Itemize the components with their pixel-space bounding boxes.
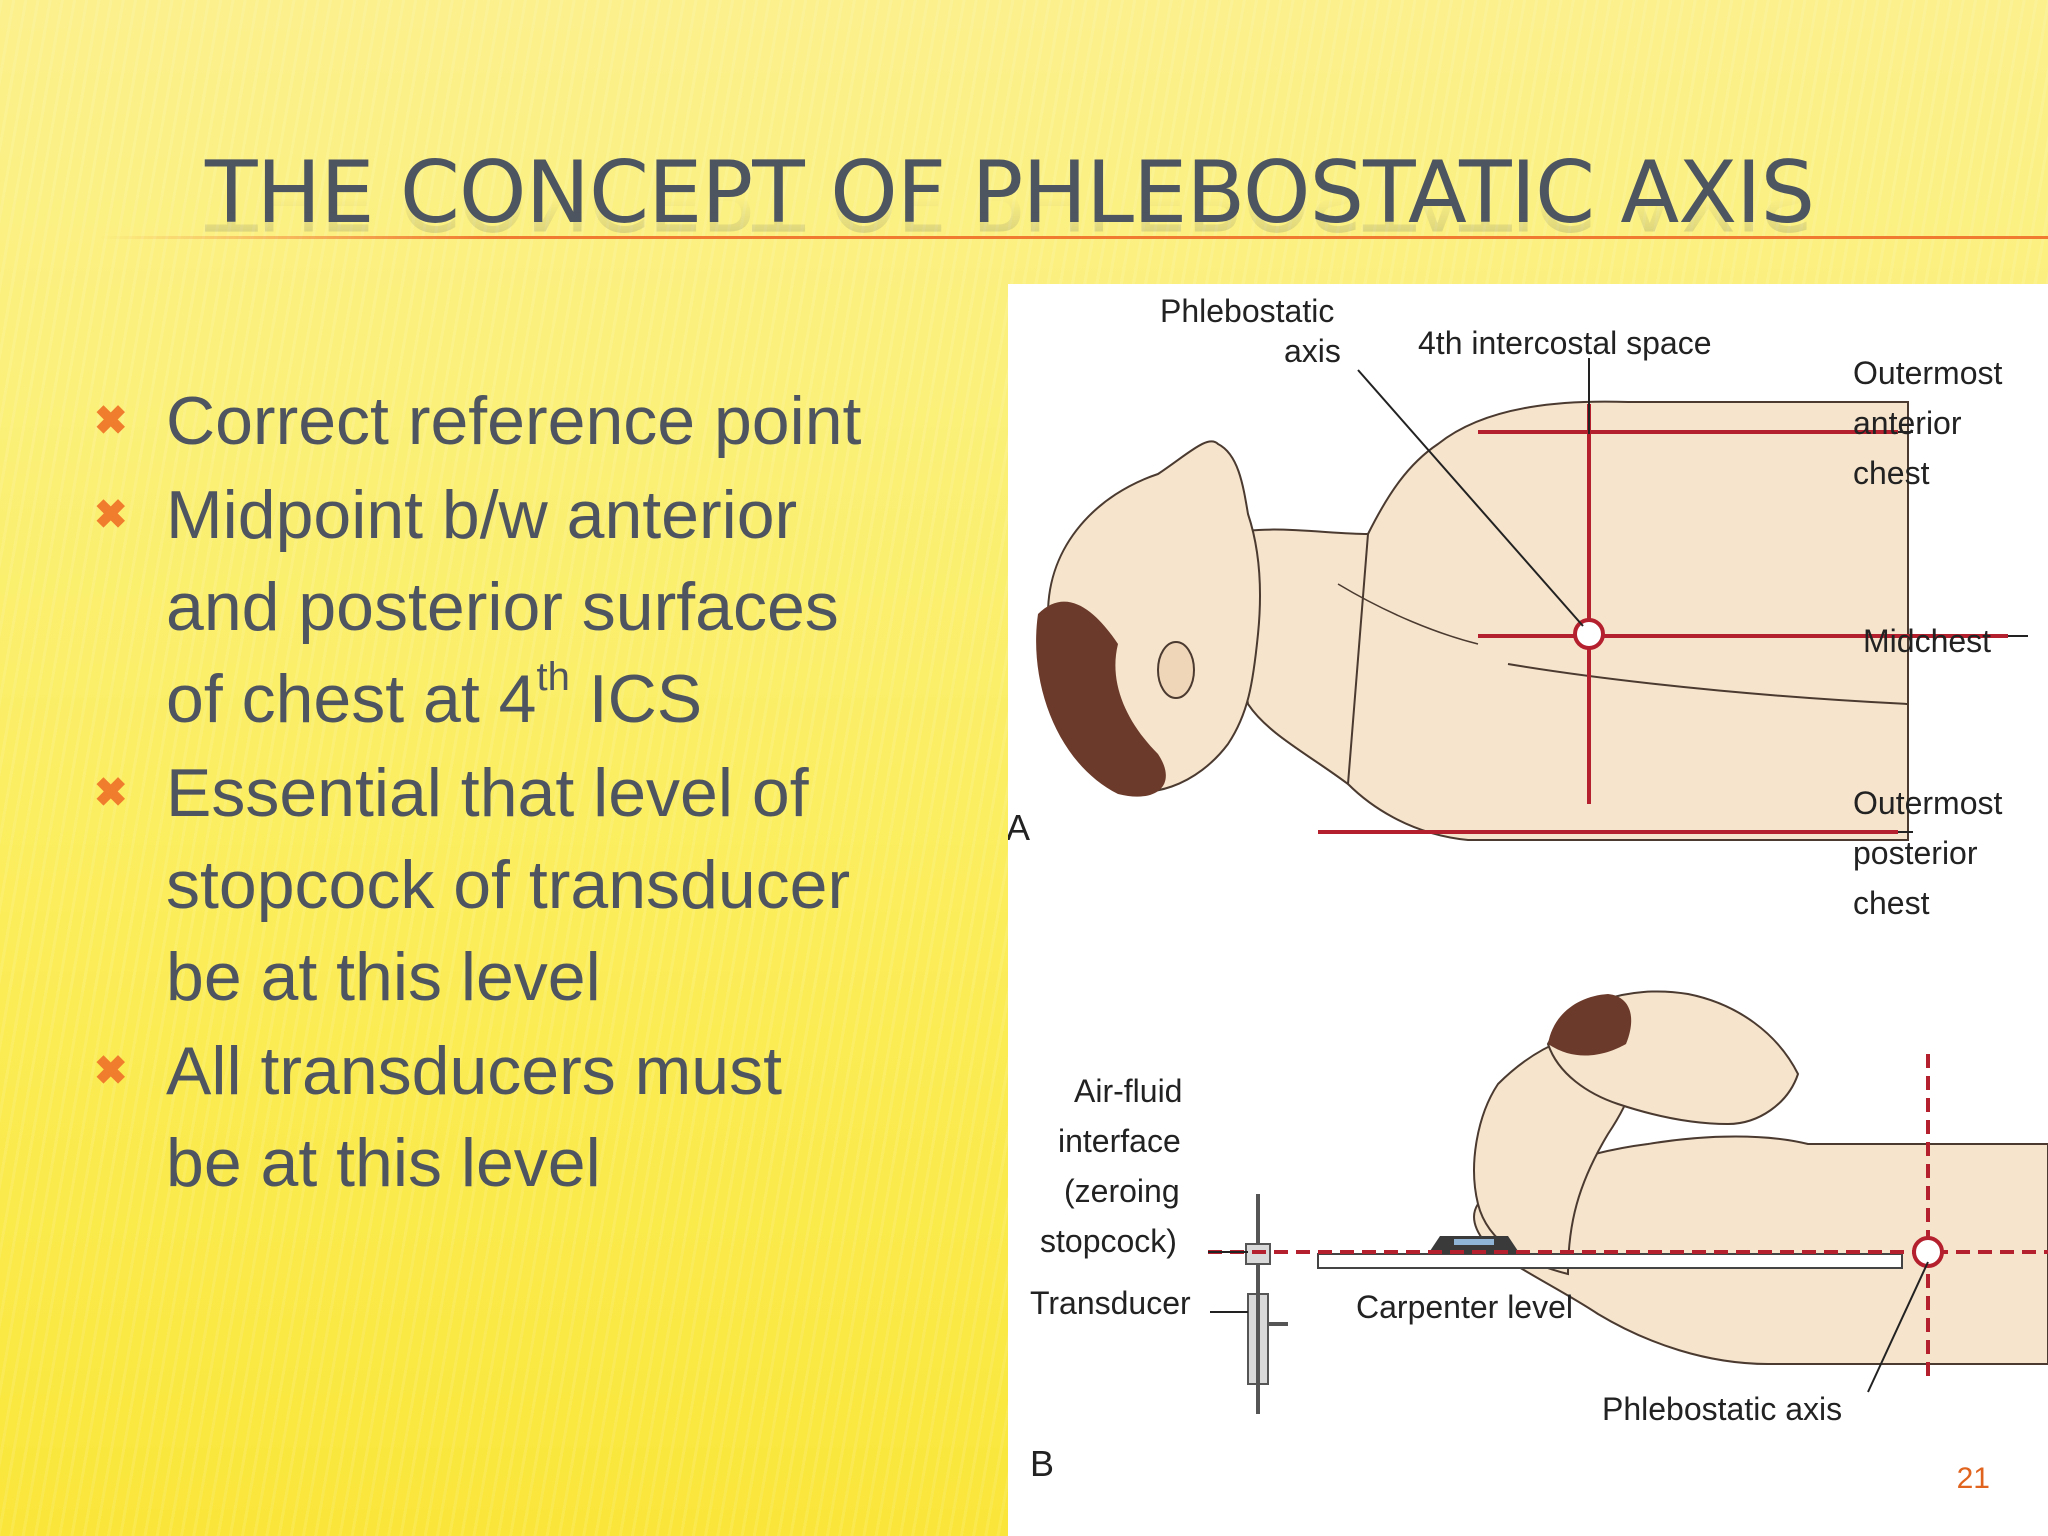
label-air-fluid: Air-fluid: [1074, 1073, 1182, 1109]
label-outermost-posterior-3: chest: [1853, 885, 1930, 921]
figure-illustration: Phlebostatic axis 4th intercostal space …: [1008, 293, 2048, 1484]
title-underline: [100, 236, 2048, 239]
bullet-line: All transducers must: [166, 1033, 782, 1109]
cross-bullet-icon: ✖: [94, 771, 128, 815]
label-stopcock: stopcock): [1040, 1223, 1177, 1259]
label-interface: interface: [1058, 1123, 1181, 1159]
label-outermost-anterior-1: Outermost: [1853, 355, 2002, 391]
cross-bullet-icon: ✖: [94, 399, 128, 443]
label-zeroing: (zeroing: [1064, 1173, 1180, 1209]
bullet-item: ✖ Midpoint b/w anterior and posterior su…: [90, 469, 1000, 745]
bullet-line: be at this level: [166, 1125, 601, 1201]
bullet-item: ✖ Correct reference point: [90, 375, 1000, 467]
phlebostatic-axis-marker-b: [1912, 1236, 1944, 1268]
bullet-line: be at this level: [166, 939, 601, 1015]
phlebostatic-axis-pointer-b: [1867, 1261, 1929, 1393]
label-outermost-anterior-2: anterior: [1853, 405, 1962, 441]
bullet-line: ICS: [569, 661, 703, 737]
ear-shape: [1157, 641, 1195, 699]
panel-a: Phlebostatic axis 4th intercostal space …: [1008, 293, 2028, 921]
bullet-list: ✖ Correct reference point ✖ Midpoint b/w…: [90, 375, 1000, 1211]
cross-bullet-icon: ✖: [94, 493, 128, 537]
clavicle-contour: [1337, 583, 1479, 645]
superscript: th: [536, 655, 570, 699]
phlebostatic-axis-marker: [1573, 618, 1605, 650]
label-axis: axis: [1284, 333, 1341, 369]
phlebostatic-axis-figure: Phlebostatic axis 4th intercostal space …: [1008, 284, 2048, 1536]
label-transducer: Transducer: [1030, 1285, 1191, 1321]
label-phlebostatic: Phlebostatic: [1160, 293, 1334, 329]
hair-b-shape: [1548, 994, 1632, 1056]
slide-number: 21: [1956, 1462, 1990, 1495]
label-outermost-posterior-2: posterior: [1853, 835, 1978, 871]
bullet-item: ✖ Essential that level of stopcock of tr…: [90, 747, 1000, 1023]
slide-title: THE CONCEPT OF PHLEBOSTATIC AXIS: [205, 143, 1815, 243]
panel-b: Air-fluid interface (zeroing stopcock) T…: [1030, 990, 2048, 1484]
label-outermost-posterior-1: Outermost: [1853, 785, 2002, 821]
carpenter-level-window: [1454, 1239, 1494, 1245]
label-outermost-anterior-3: chest: [1853, 455, 1930, 491]
arm-contour: [1507, 663, 1909, 705]
carpenter-level-bar: [1317, 1253, 1903, 1269]
cross-bullet-icon: ✖: [94, 1049, 128, 1093]
bullet-line: stopcock of transducer: [166, 847, 851, 923]
panel-a-label: A: [1008, 807, 1030, 848]
bullet-text: Correct reference point: [166, 383, 862, 459]
label-carpenter-level: Carpenter level: [1356, 1289, 1573, 1325]
bullet-item: ✖ All transducers must be at this level: [90, 1025, 1000, 1209]
bullet-line: Midpoint b/w anterior: [166, 477, 798, 553]
bullet-line: Essential that level of: [166, 755, 809, 831]
bullet-line: of chest at 4: [166, 661, 537, 737]
bullet-line: and posterior surfaces: [166, 569, 839, 645]
label-phlebostatic-axis-b: Phlebostatic axis: [1602, 1391, 1842, 1427]
label-4th-intercostal: 4th intercostal space: [1418, 325, 1712, 361]
label-midchest: Midchest: [1863, 623, 1991, 659]
panel-b-label: B: [1030, 1443, 1054, 1484]
hair-shape: [1036, 601, 1166, 797]
phlebostatic-axis-pointer: [1357, 369, 1584, 627]
